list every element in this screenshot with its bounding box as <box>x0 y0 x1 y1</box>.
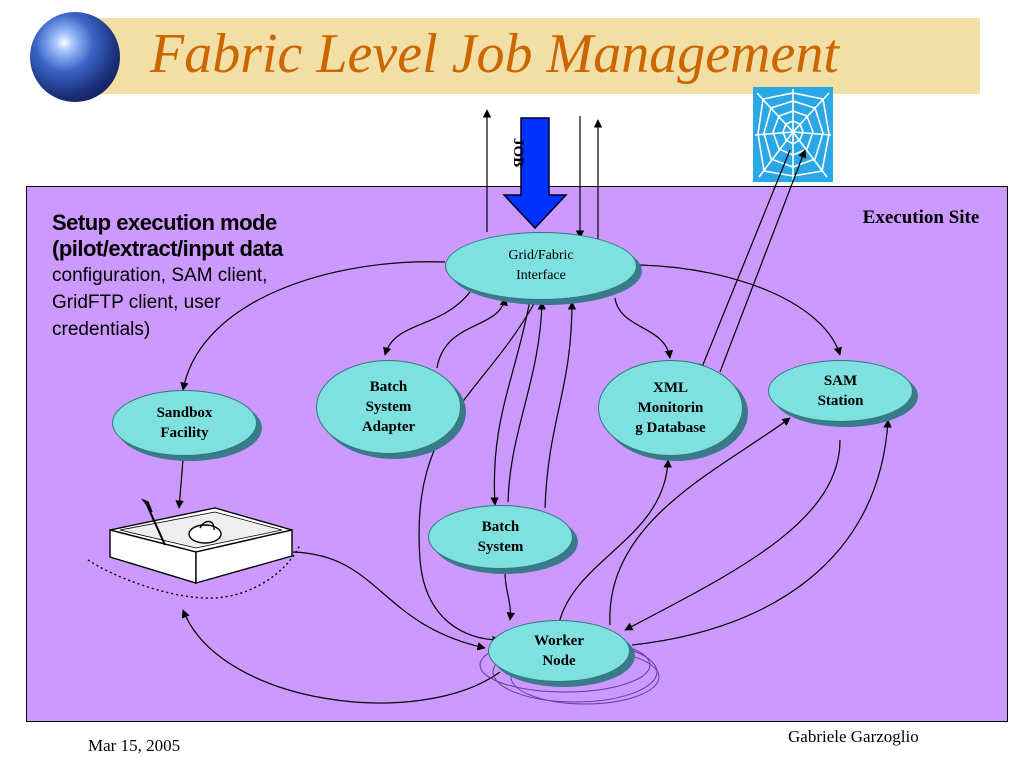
connector-adapter-to-grid <box>436 297 508 369</box>
overlay-line-4: GridFTP client, user <box>52 292 221 313</box>
connector-grid-to-adapter <box>383 291 471 356</box>
spider-web-icon <box>753 87 833 182</box>
connector-batch-up-right <box>544 301 577 509</box>
connector-batch-to-worker <box>504 571 516 621</box>
footer-author: Gabriele Garzoglio <box>788 727 919 746</box>
batch-system-node: Batch System <box>428 505 573 569</box>
overlay-line-1: Setup execution mode <box>52 210 277 235</box>
job-label: JOB <box>510 138 526 168</box>
connector-sam-to-worker <box>624 439 841 631</box>
sam-station-node: SAM Station <box>768 360 913 422</box>
connector-grid-to-sandbox <box>180 261 446 391</box>
connector-sandbox-node-to-image <box>175 459 184 509</box>
connector-worker-to-sam <box>609 417 791 626</box>
sandbox-facility-node: Sandbox Facility <box>112 390 257 456</box>
job-arrow <box>502 117 568 230</box>
connector-grid-to-batch <box>490 299 531 506</box>
connector-xml-to-web <box>719 149 807 373</box>
connector-grid-to-sam <box>639 264 842 356</box>
sandbox-icon <box>87 498 301 599</box>
overlay-line-2: (pilot/extract/input data <box>52 236 283 261</box>
connector-grid-to-xml <box>614 297 674 359</box>
connector-worker-to-xml <box>557 459 672 629</box>
grid-fabric-interface-node: Grid/Fabric Interface <box>445 232 637 300</box>
batch-system-adapter-node: Batch System Adapter <box>316 360 461 454</box>
worker-node: Worker Node <box>488 620 630 682</box>
execution-site-label: Execution Site <box>862 207 980 228</box>
connector-web-to-xml <box>698 149 791 373</box>
connector-worker-to-sam-2 <box>631 419 892 646</box>
globe-icon <box>30 12 120 102</box>
connector-grid-to-worker <box>418 301 536 645</box>
page-title: Fabric Level Job Management <box>150 23 839 85</box>
overlay-line-3: configuration, SAM client, <box>52 265 268 286</box>
connector-worker-to-sandbox-image <box>181 609 501 704</box>
xml-monitoring-database-node: XML Monitorin g Database <box>598 360 743 456</box>
overlay-line-5: credentials) <box>52 319 151 340</box>
connector-batch-to-grid <box>507 301 547 503</box>
footer-date: Mar 15, 2005 <box>88 736 181 755</box>
overlapping-annotation-text: Setup execution mode (pilot/extract/inpu… <box>52 210 382 343</box>
connector-sandbox-image-to-worker <box>292 551 486 651</box>
spider-web-drawing <box>754 89 832 180</box>
title-band <box>60 18 980 94</box>
